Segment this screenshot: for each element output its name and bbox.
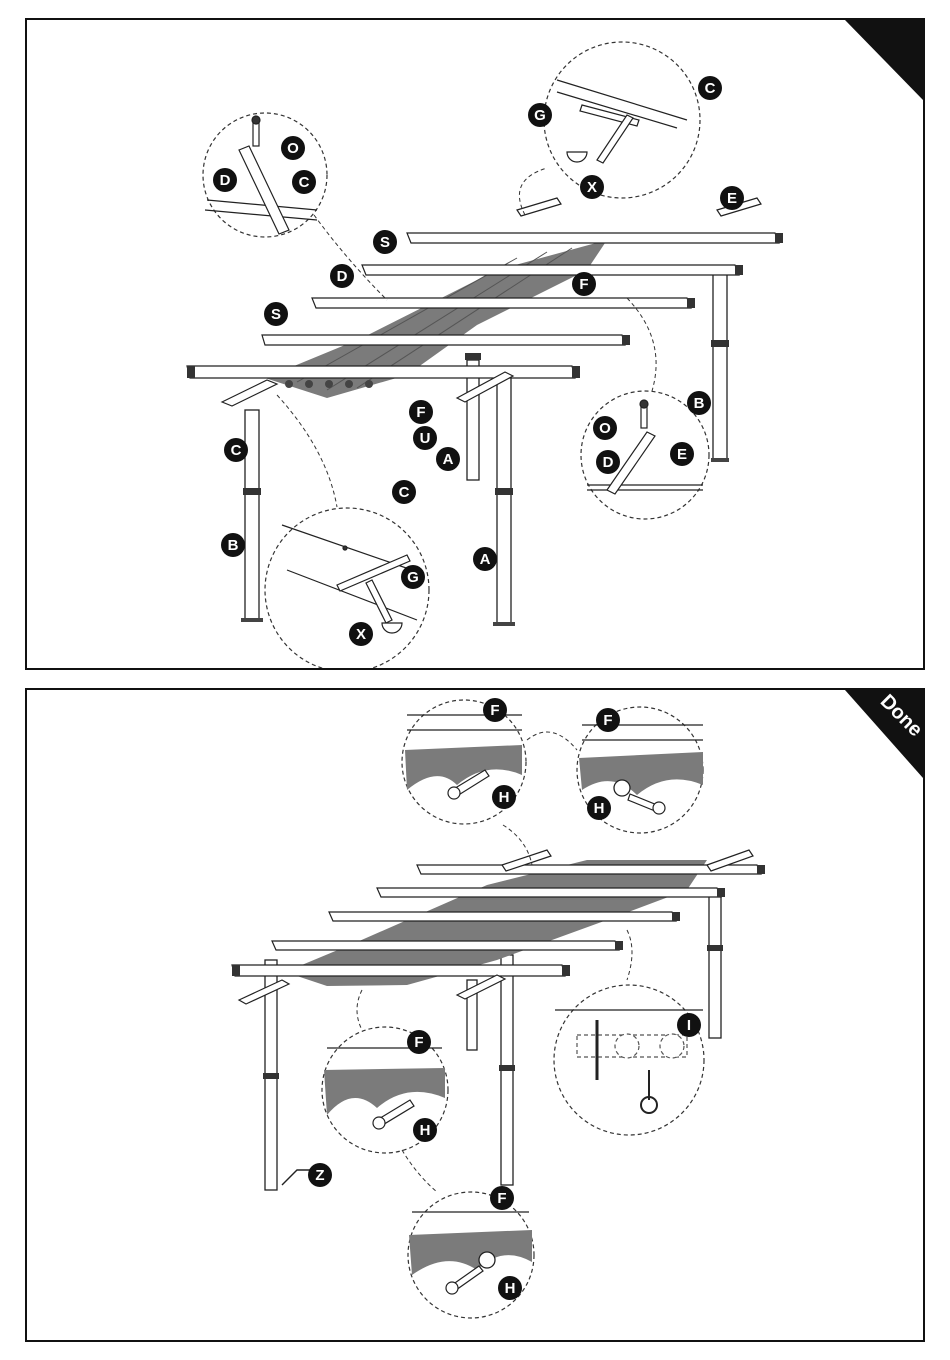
svg-text:H: H <box>420 1122 431 1139</box>
pergola-assembly-diagram-bottom: Done <box>27 690 923 1340</box>
post-feet <box>241 458 729 626</box>
callout-h-4: H <box>498 1276 522 1300</box>
callout-a-1: A <box>436 447 460 471</box>
callout-f-1: F <box>572 272 596 296</box>
callout-o-2: O <box>593 416 617 440</box>
svg-text:G: G <box>534 107 546 124</box>
svg-text:S: S <box>271 306 281 323</box>
pergola-assembly-diagram-top: C G X O D C E S D F S B F U C A O D E C … <box>27 20 923 668</box>
callout-i-1: I <box>677 1013 701 1037</box>
detail-circles <box>203 42 709 668</box>
svg-text:F: F <box>603 712 612 729</box>
callout-o-1: O <box>281 136 305 160</box>
svg-text:X: X <box>587 179 597 196</box>
svg-text:O: O <box>599 420 611 437</box>
callout-c-4: C <box>392 480 416 504</box>
step-panel-bottom: Done <box>25 688 925 1342</box>
svg-text:H: H <box>594 800 605 817</box>
callout-f-3: F <box>407 1030 431 1054</box>
svg-text:G: G <box>407 569 419 586</box>
svg-text:D: D <box>220 172 231 189</box>
callout-g-1: G <box>528 103 552 127</box>
callout-c-1: C <box>698 76 722 100</box>
callout-d-2: D <box>330 264 354 288</box>
svg-text:F: F <box>414 1034 423 1051</box>
svg-text:E: E <box>677 446 687 463</box>
svg-text:I: I <box>687 1017 691 1034</box>
callout-c-3: C <box>224 438 248 462</box>
callout-f-2: F <box>409 400 433 424</box>
svg-text:B: B <box>228 537 239 554</box>
callout-d-1: D <box>213 168 237 192</box>
svg-text:C: C <box>231 442 242 459</box>
callout-a-2: A <box>473 547 497 571</box>
callout-b-2: B <box>221 533 245 557</box>
callout-f-2: F <box>596 708 620 732</box>
svg-text:U: U <box>420 430 431 447</box>
svg-text:F: F <box>490 702 499 719</box>
svg-text:E: E <box>727 190 737 207</box>
callout-h-1: H <box>492 785 516 809</box>
callout-f-4: F <box>490 1186 514 1210</box>
callout-f-1: F <box>483 698 507 722</box>
detail-middle-left <box>324 1048 445 1129</box>
svg-text:D: D <box>337 268 348 285</box>
svg-text:D: D <box>603 454 614 471</box>
posts <box>245 270 727 625</box>
callout-x-1: X <box>580 175 604 199</box>
callout-e-1: E <box>720 186 744 210</box>
detail-bottom-left <box>282 525 417 633</box>
callout-b-1: B <box>687 391 711 415</box>
callout-u-1: U <box>413 426 437 450</box>
svg-text:A: A <box>480 551 491 568</box>
svg-text:B: B <box>694 395 705 412</box>
callout-h-3: H <box>413 1118 437 1142</box>
svg-text:O: O <box>287 140 299 157</box>
svg-text:H: H <box>505 1280 516 1297</box>
callout-h-2: H <box>587 796 611 820</box>
callout-s-2: S <box>264 302 288 326</box>
detail-top-right <box>557 80 687 163</box>
svg-text:Z: Z <box>315 1167 324 1184</box>
svg-text:X: X <box>356 626 366 643</box>
svg-text:S: S <box>380 234 390 251</box>
callout-x-2: X <box>349 622 373 646</box>
callout-s-1: S <box>373 230 397 254</box>
callout-e-2: E <box>670 442 694 466</box>
ground-stake <box>282 1170 312 1185</box>
corner-tab <box>845 20 923 100</box>
svg-text:H: H <box>499 789 510 806</box>
callout-z-1: Z <box>308 1163 332 1187</box>
svg-text:F: F <box>497 1190 506 1207</box>
step-panel-top: C G X O D C E S D F S B F U C A O D E C … <box>25 18 925 670</box>
callout-c-2: C <box>292 170 316 194</box>
svg-text:A: A <box>443 451 454 468</box>
svg-text:C: C <box>399 484 410 501</box>
callout-g-2: G <box>401 565 425 589</box>
svg-text:F: F <box>416 404 425 421</box>
svg-text:C: C <box>705 80 716 97</box>
svg-text:C: C <box>299 174 310 191</box>
callout-d-3: D <box>596 450 620 474</box>
svg-text:F: F <box>579 276 588 293</box>
